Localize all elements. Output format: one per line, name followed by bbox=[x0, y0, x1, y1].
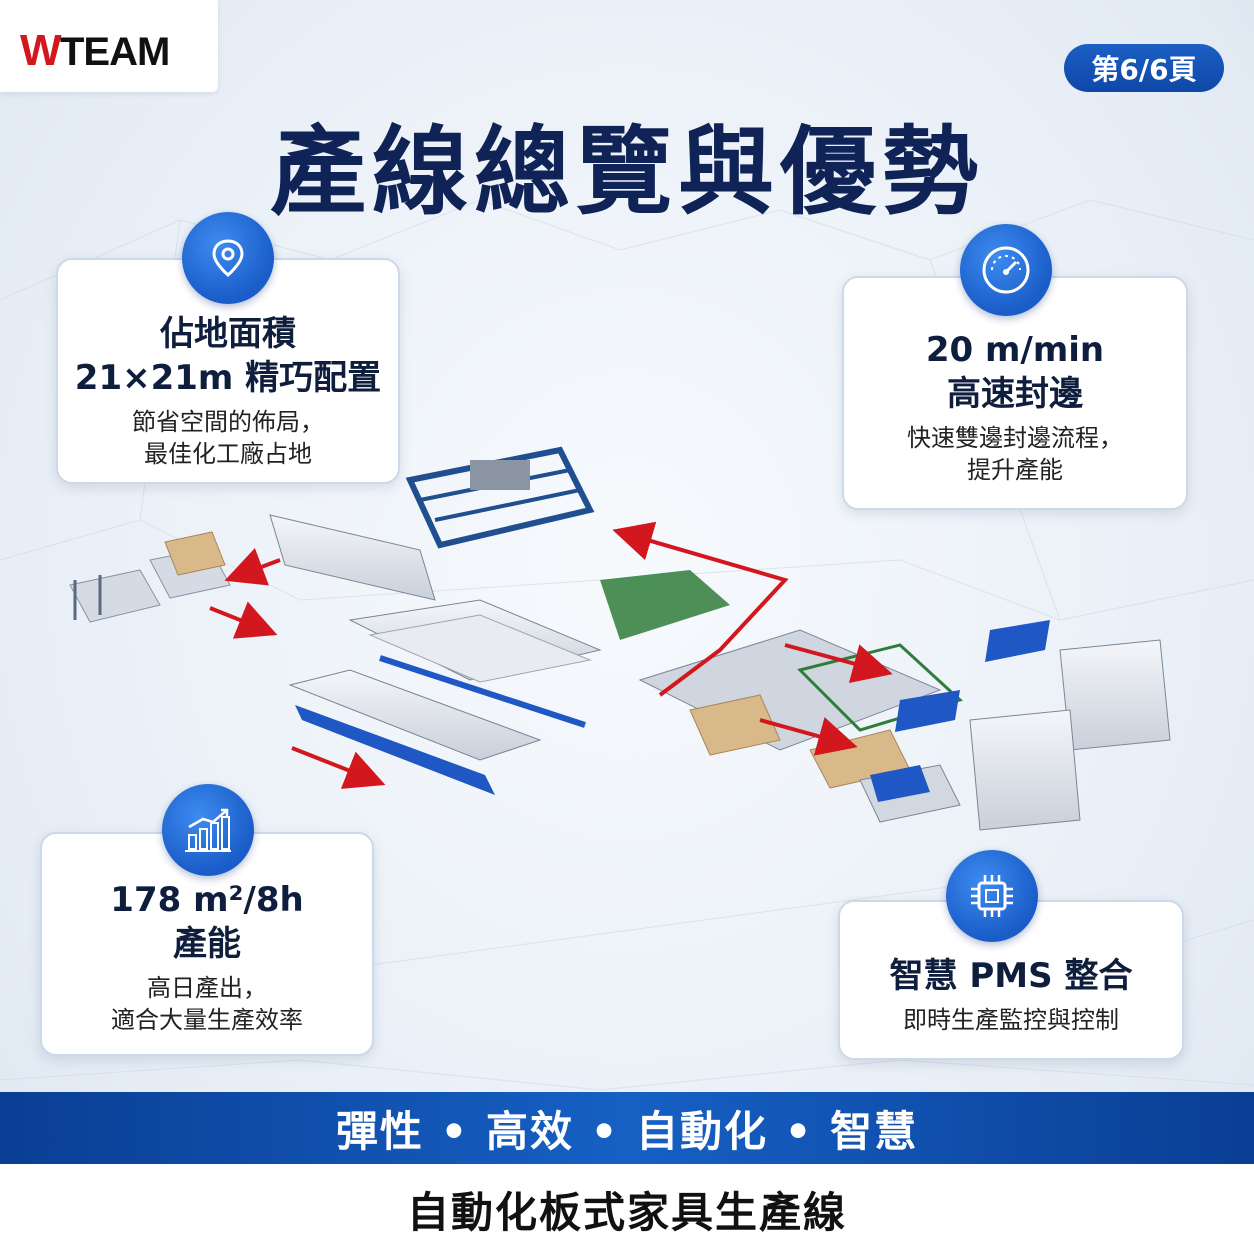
capacity-desc-1: 高日產出， bbox=[147, 974, 267, 1002]
gantry-loading-station bbox=[405, 446, 595, 549]
page-indicator-badge: 第6/6頁 bbox=[1064, 44, 1224, 92]
bar-chart-icon bbox=[162, 784, 254, 876]
pms-card: 智慧 PMS 整合 即時生產監控與控制 bbox=[838, 900, 1184, 1060]
pms-desc-1: 即時生產監控與控制 bbox=[903, 1006, 1119, 1034]
chip-icon bbox=[946, 850, 1038, 942]
speed-heading-1: 20 m/min bbox=[925, 330, 1105, 370]
logo-team-text: TEAM bbox=[60, 30, 170, 74]
page-title: 產線總覽與優勢 bbox=[270, 116, 984, 228]
edge-banding-machine-upper bbox=[348, 599, 602, 728]
flow-arrow-return bbox=[612, 521, 789, 697]
footprint-heading-1: 佔地面積 bbox=[160, 314, 296, 354]
stacking-robot-lower bbox=[870, 690, 1081, 831]
footprint-heading-2: 21×21m 精巧配置 bbox=[74, 358, 382, 398]
green-conveyor-belt bbox=[600, 570, 730, 640]
pms-heading-1: 智慧 PMS 整合 bbox=[889, 956, 1133, 996]
production-line-illustration bbox=[69, 446, 1171, 831]
edge-banding-machine-lower bbox=[288, 669, 542, 795]
speed-heading-2: 高速封邊 bbox=[947, 374, 1083, 414]
panel-cart-loaded bbox=[149, 531, 231, 599]
flow-arrow-3 bbox=[291, 746, 386, 789]
stacking-robot-upper bbox=[985, 620, 1171, 751]
map-pin-icon bbox=[182, 212, 274, 304]
flow-arrow-5 bbox=[759, 717, 858, 756]
footprint-desc-2: 最佳化工廠占地 bbox=[144, 440, 312, 468]
flow-arrow-4 bbox=[784, 643, 893, 683]
tagline-banner: 彈性 • 高效 • 自動化 • 智慧 bbox=[0, 1092, 1254, 1164]
capacity-desc-2: 適合大量生產效率 bbox=[111, 1006, 303, 1034]
speed-desc-1: 快速雙邊封邊流程， bbox=[907, 424, 1123, 452]
panel-cart-empty bbox=[69, 569, 161, 623]
speedometer-icon bbox=[960, 224, 1052, 316]
wteam-logo[interactable]: W TEAM bbox=[0, 0, 218, 92]
speed-desc-2: 提升產能 bbox=[967, 456, 1063, 484]
flow-arrow-1 bbox=[224, 548, 281, 586]
flow-arrow-2 bbox=[209, 601, 278, 639]
panel-saw-machine bbox=[269, 514, 436, 601]
logo-w-mark: W bbox=[20, 26, 62, 75]
footprint-desc-1: 節省空間的佈局， bbox=[132, 408, 324, 436]
capacity-heading-2: 產能 bbox=[173, 924, 241, 964]
footer-caption: 自動化板式家具生產線 bbox=[0, 1164, 1254, 1254]
capacity-heading-1: 178 m²/8h bbox=[110, 880, 304, 920]
